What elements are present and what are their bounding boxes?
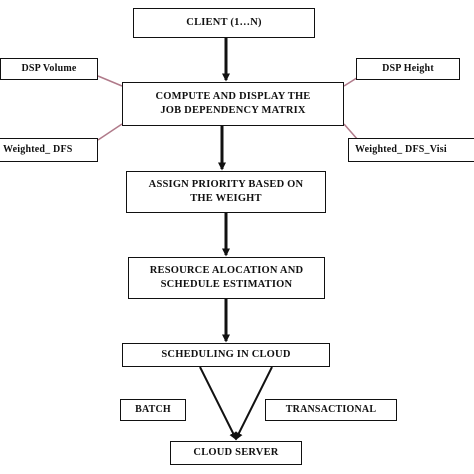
client-box: CLIENT (1…N) — [133, 8, 315, 38]
arrow-scheduling-to-server-right — [235, 366, 273, 441]
compute-matrix-box: COMPUTE AND DISPLAY THE JOB DEPENDENCY M… — [122, 82, 344, 126]
connector-weighted-dfs — [97, 123, 123, 141]
batch-box: BATCH — [120, 399, 186, 421]
weighted-dfs-box: Weighted_ DFS — [0, 138, 98, 162]
dsp-height-box: DSP Height — [356, 58, 460, 80]
arrow-scheduling-to-server-left — [199, 366, 237, 441]
cloud-server-box: CLOUD SERVER — [170, 441, 302, 465]
dsp-volume-box: DSP Volume — [0, 58, 98, 80]
transactional-box: TRANSACTIONAL — [265, 399, 397, 421]
connector-dsp-volume — [97, 75, 123, 87]
scheduling-box: SCHEDULING IN CLOUD — [122, 343, 330, 367]
resource-allocation-box: RESOURCE ALOCATION AND SCHEDULE ESTIMATI… — [128, 257, 325, 299]
assign-priority-box: ASSIGN PRIORITY BASED ON THE WEIGHT — [126, 171, 326, 213]
weighted-dfs-visi-box: Weighted_ DFS_Visi — [348, 138, 474, 162]
connector-weighted-dfs-vis — [343, 123, 359, 141]
